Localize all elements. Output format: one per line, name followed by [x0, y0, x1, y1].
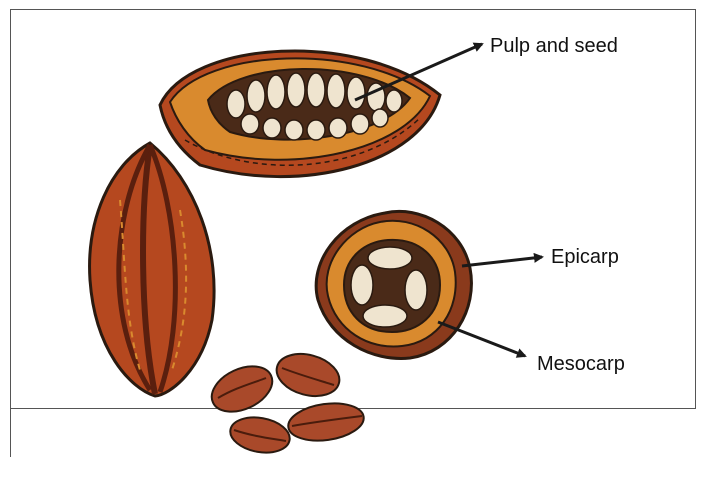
arrow-right-icon: [438, 322, 525, 356]
cocoa-beans: [205, 347, 367, 457]
whole-cocoa-pod: [90, 143, 215, 396]
cocoa-bean: [228, 413, 293, 457]
pod-cross-section: [316, 211, 471, 358]
cocoa-bean: [205, 357, 280, 420]
cocoa-bean: [286, 399, 366, 445]
arrow-right-icon: [462, 257, 542, 266]
label-pulp-and-seed: Pulp and seed: [490, 34, 618, 58]
label-epicarp: Epicarp: [551, 245, 619, 269]
open-cocoa-pod: [160, 51, 440, 177]
cocoa-bean: [272, 347, 344, 402]
label-mesocarp: Mesocarp: [537, 352, 625, 376]
